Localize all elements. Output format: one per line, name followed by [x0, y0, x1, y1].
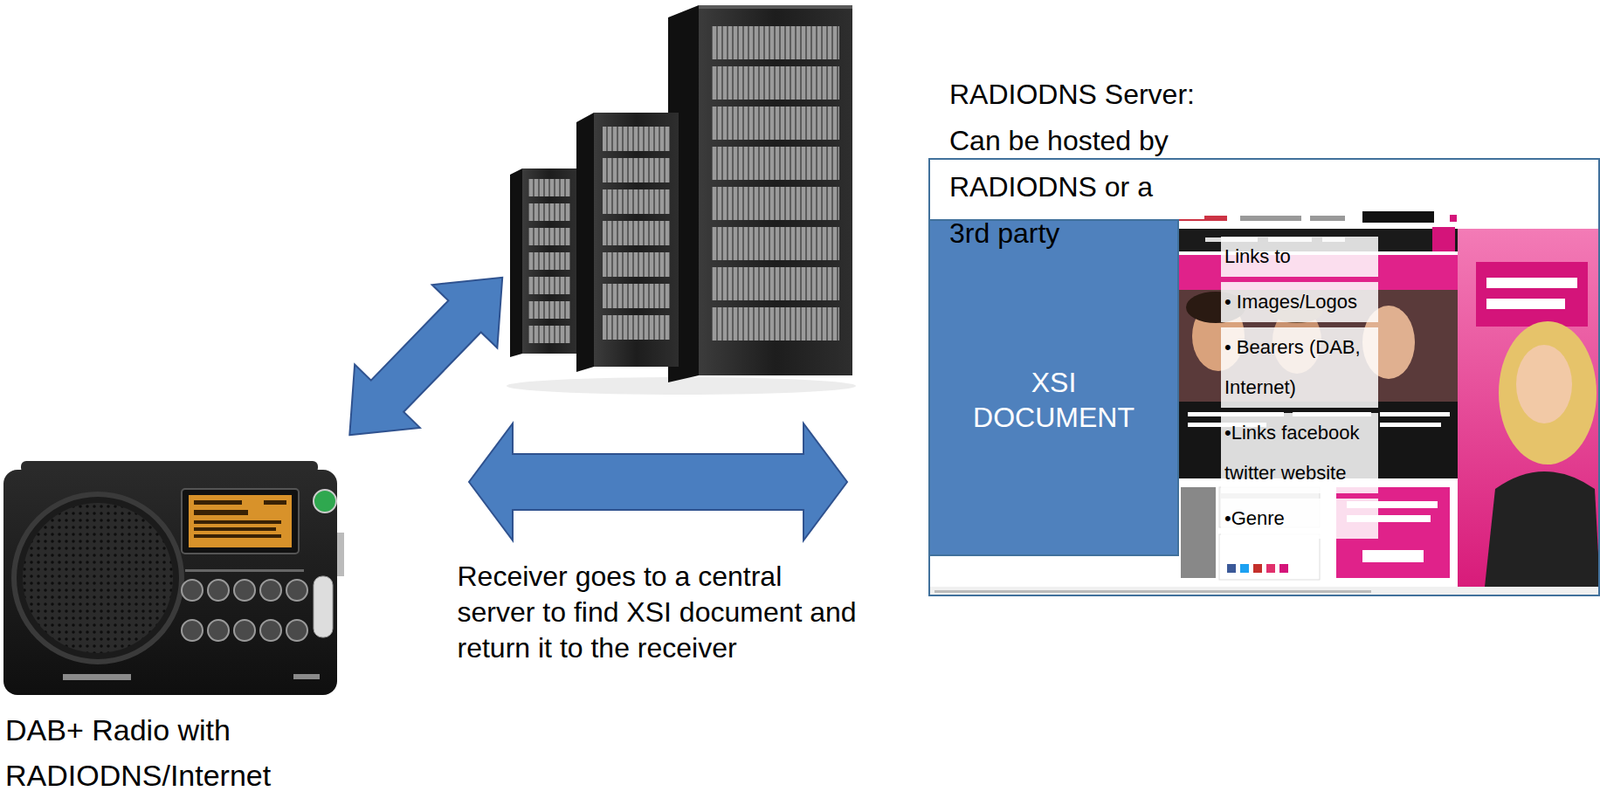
- feature-list-item: •Links facebook twitter website: [1220, 413, 1379, 494]
- server-illustration: [602, 283, 670, 309]
- block-arrow: [468, 423, 848, 541]
- website-screenshot: [1279, 564, 1289, 573]
- server-illustration: [602, 315, 670, 340]
- radio-illustration: [193, 527, 276, 532]
- website-screenshot: [1457, 228, 1600, 587]
- server-heading: RADIODNS Server: Can be hosted by RADIOD…: [949, 71, 1199, 257]
- server-illustration: [522, 168, 577, 354]
- website-screenshot: [934, 590, 1372, 594]
- radio-illustration: [188, 495, 292, 548]
- radio-illustration: [185, 569, 304, 573]
- website-screenshot: [1516, 344, 1573, 424]
- server-illustration: [528, 252, 571, 270]
- server-illustration: [711, 186, 840, 221]
- website-screenshot: [1219, 534, 1320, 580]
- website-screenshot: [1310, 215, 1345, 221]
- server-illustration: [711, 146, 840, 180]
- website-screenshot: [1240, 215, 1302, 221]
- feature-list-item: • Bearers (DAB, Internet): [1220, 327, 1379, 408]
- website-screenshot: [1379, 412, 1450, 417]
- server-illustration: [528, 179, 571, 197]
- radio-illustration: [22, 503, 173, 654]
- server-illustration: [506, 377, 856, 395]
- website-screenshot: [1498, 321, 1597, 465]
- radio-node: DAB+ Radio with RADIODNS/Internet: [0, 448, 347, 800]
- server-illustration: [698, 5, 853, 376]
- server-illustration: [602, 252, 670, 277]
- website-screenshot: [1180, 487, 1216, 579]
- website-screenshot: [1475, 262, 1588, 327]
- block-arrow: [349, 277, 503, 435]
- radio-illustration: [260, 579, 282, 601]
- radio-illustration: [193, 520, 282, 525]
- radio-illustration: [62, 674, 132, 681]
- radio-illustration: [234, 620, 256, 642]
- xsi-label: XSI DOCUMENT: [966, 365, 1142, 435]
- feature-list-item: •Genre: [1220, 498, 1379, 539]
- radio-illustration: [313, 489, 337, 513]
- server-illustration: [528, 301, 571, 319]
- server-illustration: [593, 112, 679, 367]
- website-screenshot: [1486, 277, 1578, 289]
- server-illustration: [711, 307, 840, 341]
- website-screenshot: [1253, 564, 1263, 573]
- server-illustration: [528, 203, 571, 221]
- website-screenshot: [1484, 471, 1600, 587]
- server-illustration: [528, 276, 571, 295]
- radio-illustration: [193, 534, 282, 538]
- server-illustration: [602, 126, 670, 152]
- radio-illustration: [3, 461, 345, 696]
- server-illustration: [711, 227, 840, 261]
- website-screenshot: [1362, 211, 1435, 223]
- server-illustration: [602, 189, 670, 214]
- website-screenshot: [1432, 227, 1456, 252]
- server-illustration: [576, 112, 594, 373]
- radio-illustration: [260, 620, 282, 642]
- radio-illustration: [286, 620, 308, 642]
- feature-list: Links to • Images/Logos• Bearers (DAB, In…: [1220, 236, 1379, 545]
- server-node: RADIODNS Server: Can be hosted by RADIOD…: [504, 5, 853, 383]
- radio-illustration: [263, 500, 287, 505]
- radio-caption: DAB+ Radio with RADIODNS/Internet: [5, 707, 342, 799]
- edge-label: Receiver goes to a central server to fin…: [457, 558, 860, 667]
- website-screenshot: [1266, 564, 1276, 573]
- feature-list-item: • Images/Logos: [1220, 282, 1379, 323]
- server-illustration: [711, 106, 840, 140]
- server-illustration: [510, 168, 523, 358]
- radio-illustration: [181, 579, 203, 601]
- radio-illustration: [13, 494, 182, 663]
- server-illustration: [506, 5, 856, 395]
- server-illustration: [711, 66, 840, 100]
- server-illustration: [698, 5, 853, 9]
- server-illustration: [528, 227, 571, 246]
- radio-illustration: [207, 579, 229, 601]
- radio-illustration: [234, 579, 256, 601]
- website-screenshot: [1486, 298, 1566, 310]
- website-screenshot: [1449, 214, 1457, 222]
- radio-illustration: [193, 510, 249, 516]
- server-illustration: [602, 220, 670, 246]
- feature-list-item: Links to: [1220, 236, 1379, 277]
- website-screenshot: [1240, 564, 1249, 573]
- server-illustration: [602, 158, 670, 183]
- radio-illustration: [193, 500, 242, 505]
- website-screenshot: [1362, 550, 1424, 563]
- radio-illustration: [207, 620, 229, 642]
- radio-illustration: [286, 579, 308, 601]
- radio-illustration: [337, 532, 345, 577]
- radio-illustration: [313, 576, 333, 638]
- radio-illustration: [181, 620, 203, 642]
- radio-illustration: [181, 489, 299, 554]
- radio-illustration: [3, 469, 338, 696]
- xsi-document-box: XSI DOCUMENT: [928, 219, 1180, 557]
- radio-illustration: [293, 674, 320, 680]
- server-illustration: [711, 267, 840, 301]
- website-screenshot: [1379, 422, 1442, 428]
- website-screenshot: [1227, 564, 1236, 573]
- server-illustration: [528, 325, 571, 344]
- server-illustration: [711, 26, 840, 60]
